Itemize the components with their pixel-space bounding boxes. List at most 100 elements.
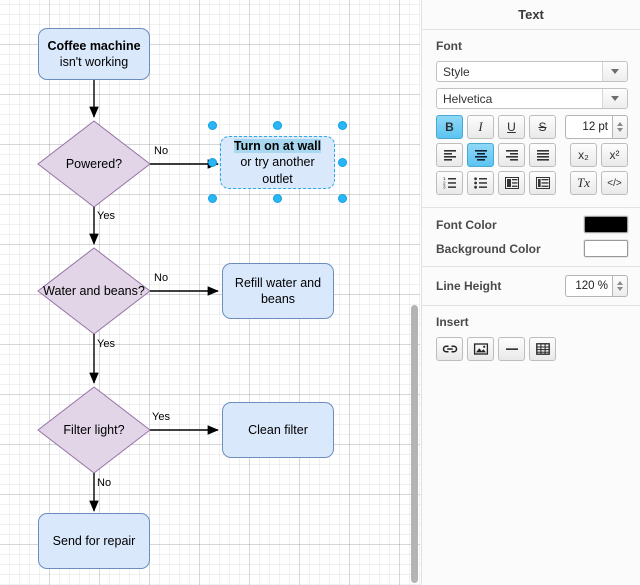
- background-color-label: Background Color: [436, 241, 541, 256]
- font-size-stepper[interactable]: 12 pt: [565, 115, 628, 139]
- canvas-vertical-scrollbar[interactable]: [411, 305, 418, 583]
- edge-label-water-yes: Yes: [97, 338, 115, 350]
- align-right-icon: [505, 150, 518, 161]
- font-style-select[interactable]: Style: [436, 61, 628, 82]
- edge-label-filter-yes: Yes: [152, 411, 170, 423]
- insert-image-icon: [473, 343, 488, 355]
- panel-title: Text: [422, 0, 640, 30]
- line-height-value[interactable]: 120 %: [565, 275, 612, 297]
- resize-handle-se[interactable]: [338, 194, 347, 203]
- node-refill[interactable]: Refill water and beans: [222, 263, 334, 319]
- font-style-value: Style: [443, 64, 470, 79]
- bold-button[interactable]: B: [436, 115, 463, 139]
- font-size-spinner-arrows[interactable]: [612, 115, 628, 139]
- chevron-down-icon[interactable]: [602, 62, 627, 81]
- superscript-button[interactable]: x²: [601, 143, 628, 167]
- node-send-for-repair[interactable]: Send for repair: [38, 513, 150, 569]
- node-start[interactable]: Coffee machine isn't working: [38, 28, 150, 80]
- spinner-up-icon[interactable]: [617, 122, 623, 126]
- edge-label-water-no: No: [154, 272, 169, 284]
- font-color-row[interactable]: Font Color: [436, 216, 628, 233]
- alignment-button-row: x₂ x²: [436, 143, 628, 167]
- underline-button[interactable]: U: [498, 115, 525, 139]
- insert-table-icon: [535, 343, 550, 355]
- font-section: Font Style Helvetica B I U S 12 pt: [422, 30, 640, 208]
- resize-handle-sw[interactable]: [208, 194, 217, 203]
- svg-text:3: 3: [443, 185, 446, 190]
- resize-handle-n[interactable]: [273, 121, 282, 130]
- edge-label-powered-no: No: [154, 145, 169, 157]
- line-height-spinner-arrows[interactable]: [612, 275, 628, 297]
- clear-formatting-button[interactable]: Tx: [570, 171, 597, 195]
- bulleted-list-button[interactable]: [467, 171, 494, 195]
- edit-html-button[interactable]: </>: [601, 171, 628, 195]
- line-height-label: Line Height: [436, 279, 502, 293]
- node-start-label-rest: isn't working: [59, 55, 129, 69]
- chevron-down-icon[interactable]: [602, 89, 627, 108]
- decrease-indent-button[interactable]: [498, 171, 525, 195]
- font-section-heading: Font: [436, 39, 462, 53]
- insert-horizontal-rule-button[interactable]: [498, 337, 525, 361]
- subscript-button[interactable]: x₂: [570, 143, 597, 167]
- node-send-for-repair-label: Send for repair: [52, 533, 136, 548]
- svg-text:2: 2: [443, 180, 446, 185]
- line-height-stepper[interactable]: 120 %: [565, 275, 628, 297]
- strikethrough-button[interactable]: S: [529, 115, 556, 139]
- align-center-icon: [474, 150, 487, 161]
- italic-button[interactable]: I: [467, 115, 494, 139]
- align-right-button[interactable]: [498, 143, 525, 167]
- align-justify-icon: [536, 150, 549, 161]
- svg-text:1: 1: [443, 176, 446, 181]
- resize-handle-s[interactable]: [273, 194, 282, 203]
- decrease-indent-icon: [504, 177, 519, 189]
- node-clean-filter-label: Clean filter: [248, 422, 308, 437]
- edge-label-filter-no: No: [97, 477, 112, 489]
- node-start-label-bold: Coffee machine: [47, 38, 141, 53]
- resize-handle-nw[interactable]: [208, 121, 217, 130]
- diagram-canvas[interactable]: Coffee machine isn't working Refill wate…: [0, 0, 420, 585]
- insert-button-row: [436, 337, 628, 361]
- font-size-value[interactable]: 12 pt: [565, 115, 612, 139]
- spinner-down-icon[interactable]: [617, 287, 623, 291]
- numbered-list-icon: 123: [443, 176, 456, 190]
- selected-text-run: Turn on at wall: [233, 139, 322, 154]
- node-water-and-beans-label: Water and beans?: [43, 284, 145, 298]
- edge-label-powered-yes: Yes: [97, 210, 115, 222]
- spinner-up-icon[interactable]: [617, 281, 623, 285]
- insert-horizontal-rule-icon: [505, 348, 518, 350]
- resize-handle-e[interactable]: [338, 158, 347, 167]
- increase-indent-button[interactable]: [529, 171, 556, 195]
- align-justify-button[interactable]: [529, 143, 556, 167]
- font-family-select[interactable]: Helvetica: [436, 88, 628, 109]
- font-color-swatch[interactable]: [584, 216, 628, 233]
- insert-image-button[interactable]: [467, 337, 494, 361]
- colors-section: Font Color Background Color: [422, 208, 640, 267]
- node-turn-on-at-wall-selected[interactable]: Turn on at wall or try another outlet: [220, 136, 335, 189]
- line-height-section: Line Height 120 %: [422, 267, 640, 306]
- node-refill-label: Refill water and beans: [234, 275, 322, 306]
- background-color-swatch[interactable]: [584, 240, 628, 257]
- unselected-text-run: or try another outlet: [240, 155, 315, 186]
- increase-indent-icon: [535, 177, 550, 189]
- insert-link-icon: [442, 345, 457, 353]
- align-left-icon: [443, 150, 456, 161]
- resize-handle-w[interactable]: [208, 158, 217, 167]
- align-left-button[interactable]: [436, 143, 463, 167]
- insert-section-heading: Insert: [436, 315, 469, 329]
- node-clean-filter[interactable]: Clean filter: [222, 402, 334, 458]
- spinner-down-icon[interactable]: [617, 128, 623, 132]
- format-panel: Text Font Style Helvetica B I U S 12 pt: [421, 0, 640, 585]
- font-color-label: Font Color: [436, 217, 497, 232]
- insert-section: Insert: [422, 306, 640, 373]
- diagram-vector-layer: [37, 80, 219, 512]
- align-center-button[interactable]: [467, 143, 494, 167]
- insert-table-button[interactable]: [529, 337, 556, 361]
- insert-link-button[interactable]: [436, 337, 463, 361]
- resize-handle-ne[interactable]: [338, 121, 347, 130]
- background-color-row[interactable]: Background Color: [436, 240, 628, 257]
- bulleted-list-icon: [473, 177, 487, 189]
- font-family-value: Helvetica: [443, 91, 493, 106]
